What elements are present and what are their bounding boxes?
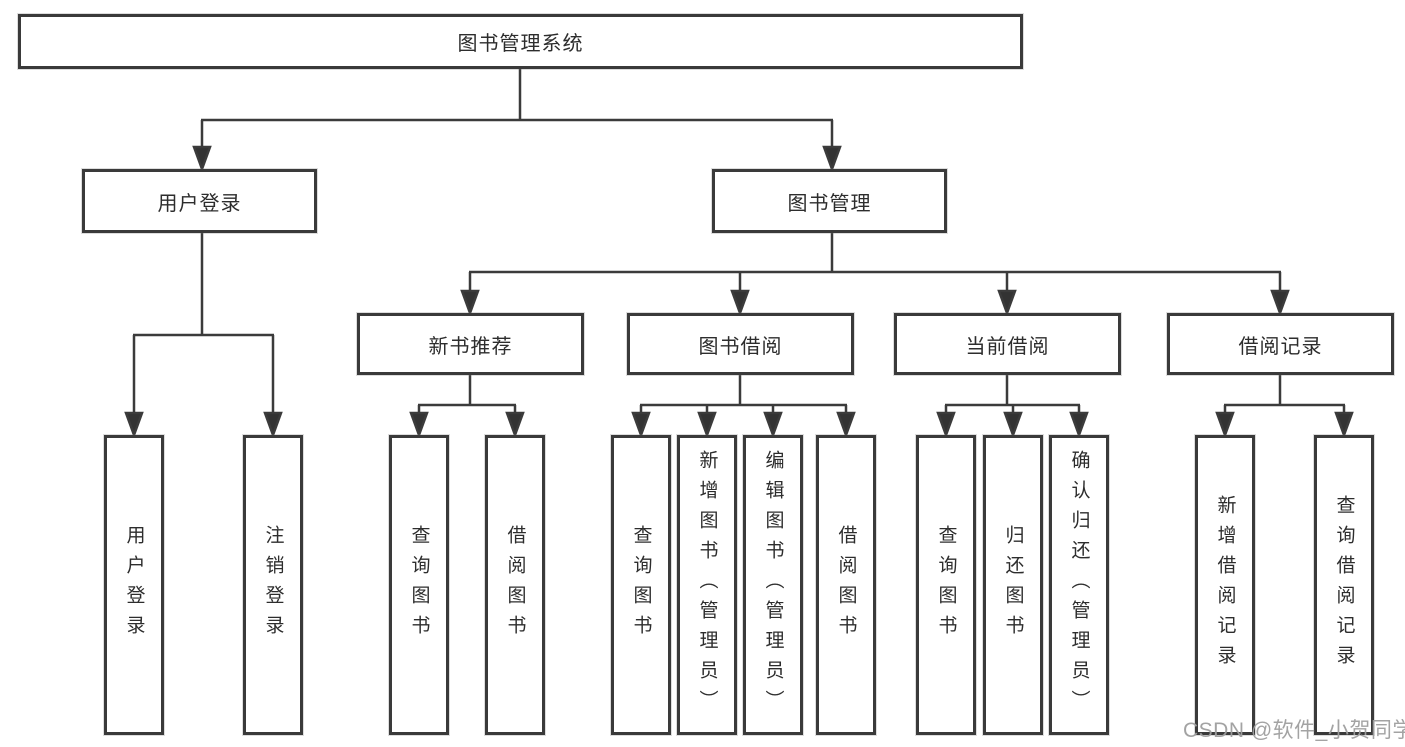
leaf-borrow-books: 借阅图书 [816,435,876,735]
leaf-add-borrow-record-label: 新增借阅记录 [1214,495,1236,675]
leaf-borrow-books-recommend: 借阅图书 [485,435,545,735]
leaf-query-books-current-label: 查询图书 [935,525,957,645]
node-book-management: 图书管理 [712,169,947,233]
leaf-user-login: 用户登录 [104,435,164,735]
leaf-query-books-recommend: 查询图书 [389,435,449,735]
node-book-management-label: 图书管理 [787,192,872,215]
node-user-login-label: 用户登录 [157,192,242,215]
leaf-query-books-borrow: 查询图书 [611,435,671,735]
leaf-add-books-admin: 新增图书（管理员） [677,435,737,735]
leaf-logout: 注销登录 [243,435,303,735]
leaf-query-books-recommend-label: 查询图书 [408,525,430,645]
leaf-edit-books-admin: 编辑图书（管理员） [743,435,803,735]
leaf-user-login-label: 用户登录 [123,525,145,645]
leaf-confirm-return-admin: 确认归还（管理员） [1049,435,1109,735]
leaf-query-borrow-record: 查询借阅记录 [1314,435,1374,735]
leaf-borrow-books-label: 借阅图书 [835,525,857,645]
leaf-query-books-borrow-label: 查询图书 [630,525,652,645]
node-book-borrow-label: 图书借阅 [698,335,783,358]
connector-new-book-to-leaves [409,375,525,439]
leaf-return-books-label: 归还图书 [1002,525,1024,645]
leaf-borrow-books-recommend-label: 借阅图书 [504,525,526,645]
node-library-system: 图书管理系统 [18,14,1023,69]
node-library-system-label: 图书管理系统 [457,33,584,55]
csdn-watermark: CSDN @软件_小贺同学 [1183,719,1405,742]
leaf-query-books-current: 查询图书 [916,435,976,735]
leaf-query-borrow-record-label: 查询借阅记录 [1333,495,1355,675]
connector-book-mgmt-to-level3 [460,233,1290,317]
node-borrow-record: 借阅记录 [1167,313,1394,375]
node-book-borrow: 图书借阅 [627,313,854,375]
connector-book-borrow-to-leaves [631,375,856,439]
node-new-book-recommend: 新书推荐 [357,313,584,375]
leaf-logout-label: 注销登录 [262,525,284,645]
node-borrow-record-label: 借阅记录 [1238,335,1323,358]
connector-borrow-record-to-leaves [1215,375,1354,439]
leaf-edit-books-admin-label: 编辑图书（管理员） [762,450,784,720]
leaf-return-books: 归还图书 [983,435,1043,735]
connector-current-borrow-to-leaves [936,375,1089,439]
leaf-add-books-admin-label: 新增图书（管理员） [696,450,718,720]
node-new-book-recommend-label: 新书推荐 [428,335,513,358]
node-current-borrow: 当前借阅 [894,313,1121,375]
connector-user-login-to-leaves [124,233,283,439]
node-current-borrow-label: 当前借阅 [965,335,1050,358]
node-user-login: 用户登录 [82,169,317,233]
connector-root-to-level2 [192,69,842,173]
leaf-confirm-return-admin-label: 确认归还（管理员） [1068,450,1090,720]
leaf-add-borrow-record: 新增借阅记录 [1195,435,1255,735]
